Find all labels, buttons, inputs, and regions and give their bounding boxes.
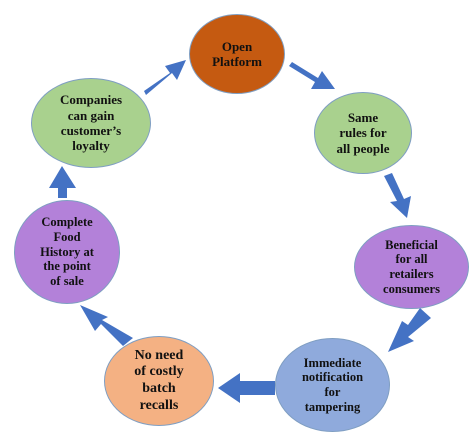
node-customer-loyalty: Companies can gain customer’s loyalty <box>31 78 151 168</box>
node-complete-food-history-label: Complete Food History at the point of sa… <box>40 215 94 289</box>
arrow-rules-to-beneficial <box>384 173 411 218</box>
arrow-recalls-to-history <box>80 305 133 346</box>
arrow-platform-to-rules <box>289 62 335 89</box>
node-open-platform: Open Platform <box>189 14 285 94</box>
node-beneficial: Beneficial for all retailers consumers <box>354 225 469 309</box>
arrow-loyalty-to-platform <box>144 60 186 95</box>
node-beneficial-label: Beneficial for all retailers consumers <box>383 237 440 296</box>
arrow-history-to-loyalty <box>49 166 76 198</box>
node-same-rules: Same rules for all people <box>314 92 412 174</box>
arrow-beneficial-to-notification <box>388 308 431 352</box>
node-complete-food-history: Complete Food History at the point of sa… <box>14 200 120 304</box>
node-customer-loyalty-label: Companies can gain customer’s loyalty <box>59 92 123 154</box>
node-open-platform-label: Open Platform <box>212 38 262 69</box>
node-no-batch-recalls-label: No need of costly batch recalls <box>134 347 184 413</box>
node-immediate-notification: Immediate notification for tampering <box>275 338 390 432</box>
node-no-batch-recalls: No need of costly batch recalls <box>104 336 214 426</box>
node-same-rules-label: Same rules for all people <box>336 110 390 156</box>
node-immediate-notification-label: Immediate notification for tampering <box>301 355 364 414</box>
arrow-notification-to-recalls <box>218 373 275 403</box>
